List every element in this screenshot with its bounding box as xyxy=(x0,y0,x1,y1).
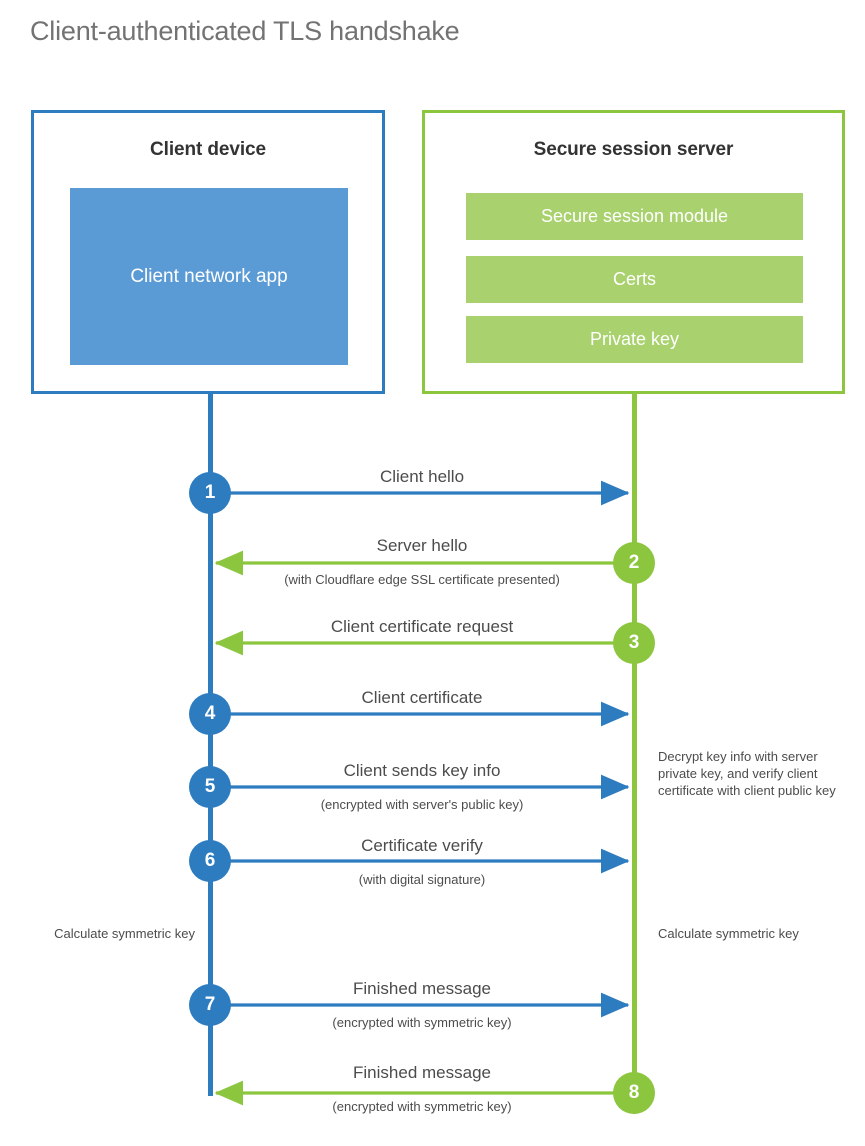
secure-session-server-panel: Secure session server Secure session mod… xyxy=(422,110,845,394)
message-label-1: Client hello xyxy=(379,467,465,486)
step-marker-2[interactable]: 2 xyxy=(613,542,655,584)
step-marker-3[interactable]: 3 xyxy=(613,622,655,664)
note-client-calculate-symmetric-key: Calculate symmetric key xyxy=(54,926,195,941)
note-server-calculate-symmetric-key: Calculate symmetric key xyxy=(658,926,799,941)
secure-session-server-title: Secure session server xyxy=(533,139,734,160)
step-number: 1 xyxy=(204,482,216,503)
server-component-label: Certs xyxy=(612,269,656,289)
server-component-private-key: Private key xyxy=(466,316,803,363)
message-label-3: Client certificate request xyxy=(330,617,514,636)
step-marker-6[interactable]: 6 xyxy=(189,840,231,882)
message-label-2: Server hello xyxy=(376,536,468,555)
step-marker-8[interactable]: 8 xyxy=(613,1072,655,1114)
server-component-secure-session-module: Secure session module xyxy=(466,193,803,240)
server-component-certs: Certs xyxy=(466,256,803,303)
message-sublabel-2: (with Cloudflare edge SSL certificate pr… xyxy=(284,572,560,587)
step-number: 5 xyxy=(204,776,216,797)
message-label-7: Finished message xyxy=(353,979,491,998)
step-number: 2 xyxy=(628,552,640,573)
step-number: 8 xyxy=(628,1082,640,1103)
step-number: 6 xyxy=(204,850,216,871)
message-sublabel-7: (encrypted with symmetric key) xyxy=(332,1015,512,1030)
step-number: 4 xyxy=(204,703,216,724)
client-network-app-label: Client network app xyxy=(130,265,288,287)
message-sublabel-6: (with digital signature) xyxy=(358,872,486,887)
step-number: 7 xyxy=(204,994,216,1015)
server-component-label: Private key xyxy=(589,329,680,349)
step-number: 3 xyxy=(628,632,640,653)
message-sublabel-5: (encrypted with server's public key) xyxy=(320,797,524,812)
step-marker-4[interactable]: 4 xyxy=(189,693,231,735)
client-device-panel: Client device Client network app xyxy=(31,110,385,394)
step-marker-7[interactable]: 7 xyxy=(189,984,231,1026)
server-component-label: Secure session module xyxy=(540,206,729,226)
message-label-8: Finished message xyxy=(353,1063,491,1082)
client-network-app-box: Client network app xyxy=(70,188,348,365)
step-marker-1[interactable]: 1 xyxy=(189,472,231,514)
message-label-5: Client sends key info xyxy=(343,761,501,780)
message-label-4: Client certificate xyxy=(361,688,483,707)
page-title: Client-authenticated TLS handshake xyxy=(30,16,460,46)
step-marker-5[interactable]: 5 xyxy=(189,766,231,808)
note-server-decrypt: Decrypt key info with server private key… xyxy=(658,749,836,798)
server-lifeline xyxy=(632,392,637,1094)
message-sublabel-8: (encrypted with symmetric key) xyxy=(332,1099,512,1114)
message-label-6: Certificate verify xyxy=(361,836,483,855)
client-device-title: Client device xyxy=(150,139,266,160)
client-lifeline xyxy=(208,392,213,1096)
